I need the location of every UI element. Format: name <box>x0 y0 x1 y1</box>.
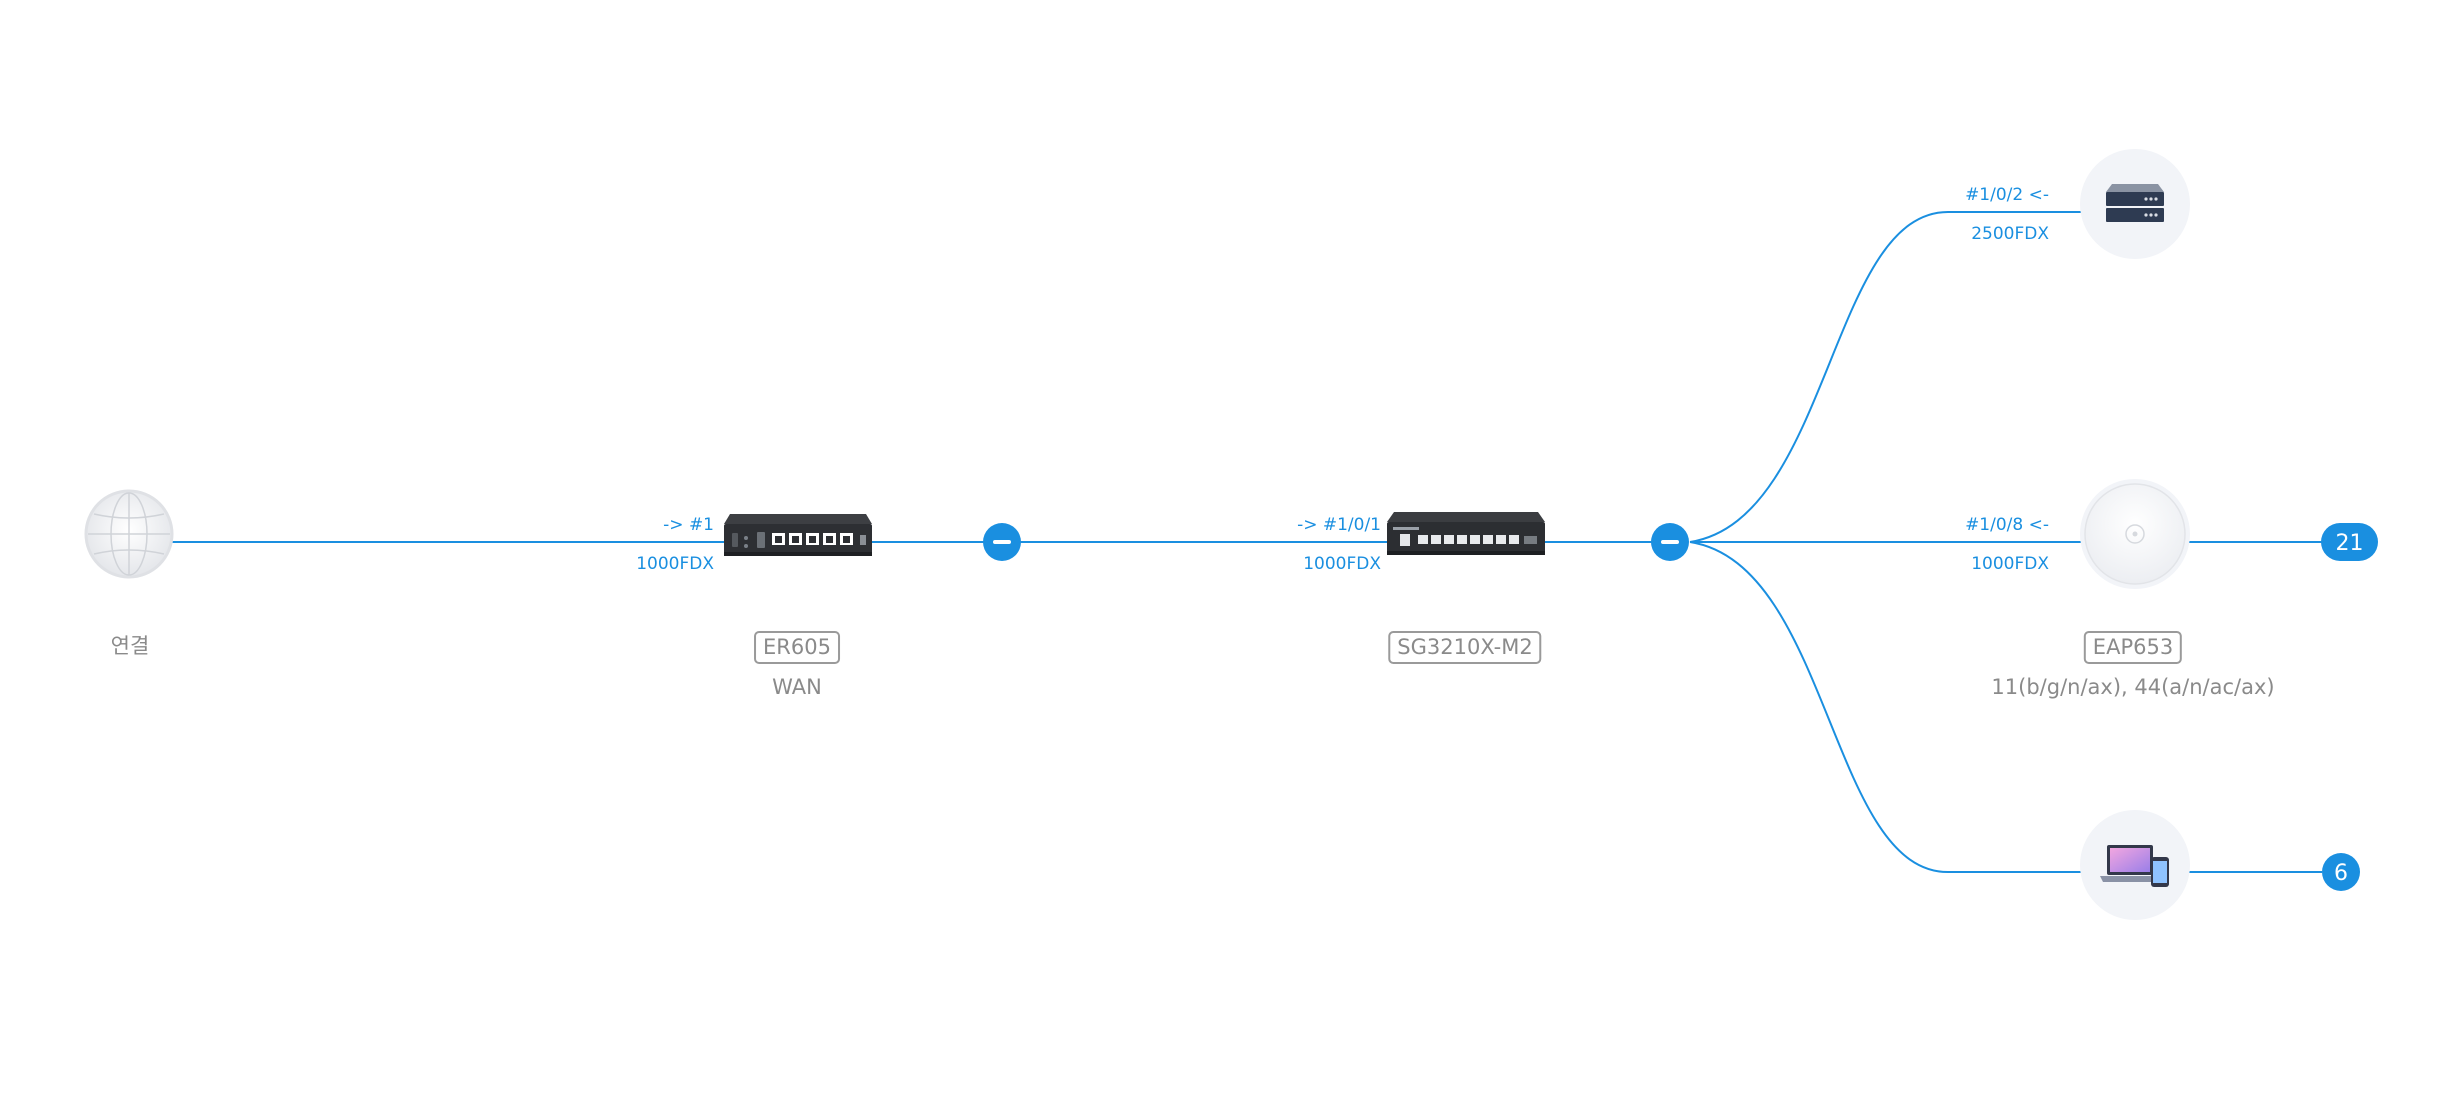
ap-client-count-badge[interactable]: 21 <box>2321 523 2378 561</box>
switch-model-label[interactable]: SG3210X-M2 <box>1388 631 1542 664</box>
links <box>172 211 2323 873</box>
switch-port-label: -> #1/0/1 <box>1297 515 1381 535</box>
ap-port-label: #1/0/8 <- <box>1965 515 2049 535</box>
minus-icon <box>1661 540 1679 544</box>
gateway-collapse-button[interactable] <box>983 523 1021 561</box>
clients-count-badge[interactable]: 6 <box>2322 853 2360 891</box>
switch-icon <box>1387 512 1545 555</box>
ap-model-label[interactable]: EAP653 <box>2083 631 2183 664</box>
laptop-phone-icon <box>2100 845 2169 887</box>
globe-icon <box>84 489 174 579</box>
clients-count: 6 <box>2334 861 2348 886</box>
gateway-speed-label: 1000FDX <box>636 554 714 574</box>
gateway-node[interactable] <box>724 514 872 556</box>
ap-speed-label: 1000FDX <box>1971 554 2049 574</box>
internet-label: 연결 <box>110 634 150 658</box>
ap-client-count: 21 <box>2336 531 2364 556</box>
switch-node[interactable] <box>1387 512 1545 555</box>
internet-node[interactable] <box>84 489 174 579</box>
clients-node[interactable] <box>2080 810 2190 920</box>
ap-band-label: 11(b/g/n/ax), 44(a/n/ac/ax) <box>1991 675 2275 699</box>
server-port-label: #1/0/2 <- <box>1965 185 2049 205</box>
link-switch-clients <box>1689 541 2083 873</box>
gateway-sub-label: WAN <box>772 675 822 699</box>
minus-icon <box>993 540 1011 544</box>
server-icon <box>2106 184 2164 222</box>
gateway-port-label: -> #1 <box>663 515 714 535</box>
link-switch-server <box>1689 211 2083 543</box>
router-icon <box>724 514 872 556</box>
access-point-node[interactable] <box>2080 479 2190 589</box>
server-speed-label: 2500FDX <box>1971 224 2049 244</box>
access-point-icon <box>2084 483 2186 585</box>
switch-speed-label: 1000FDX <box>1303 554 1381 574</box>
server-node[interactable] <box>2080 149 2190 259</box>
gateway-model-label[interactable]: ER605 <box>754 631 840 664</box>
switch-collapse-button[interactable] <box>1651 523 1689 561</box>
